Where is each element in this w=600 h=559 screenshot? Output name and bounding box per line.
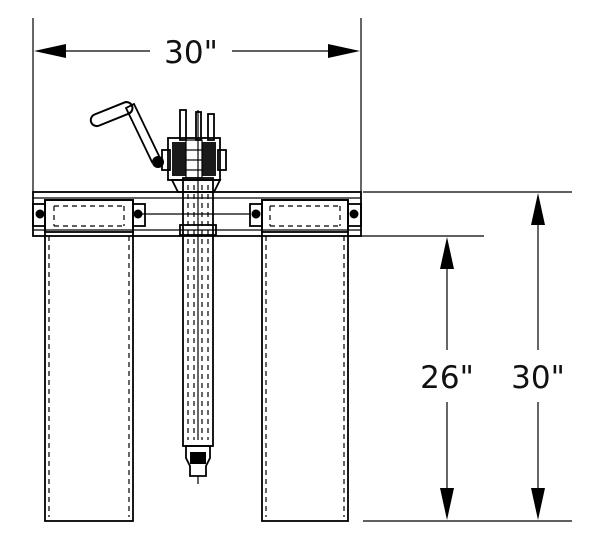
winch-gear-left-icon [172,142,186,176]
arrowhead-left-icon [34,44,66,58]
right-outer-bolt-icon [349,209,359,219]
crank-handle-icon [89,101,134,128]
winch-post-left [179,109,187,141]
left-clamp-block [44,199,134,233]
left-column [32,199,146,522]
dimension-inner-height: 26" [348,235,484,520]
winch-assembly [89,101,227,193]
left-outer-bolt-plate [32,203,46,227]
mast-foot-plug-icon [190,452,206,464]
arrowhead-inner-down-icon [440,488,454,520]
crank-pivot-icon [152,156,164,168]
winch-drum [185,139,203,179]
mast-foot [185,445,211,477]
winch-bracket [170,179,222,193]
left-outer-bolt-icon [35,209,45,219]
winch-flange-left [161,149,171,171]
cross-beam [32,191,362,237]
dimension-top-width: 30" [32,18,362,192]
arrowhead-inner-up-icon [440,237,454,269]
right-column [249,199,362,522]
dimension-outer-height: 30" [363,191,572,522]
mast-collar [179,224,217,236]
right-outer-bolt-plate [347,203,362,227]
arrowhead-down-icon [531,488,545,520]
left-column-outline [44,199,134,522]
dimension-label-outer-height: 30" [511,360,565,396]
right-clamp-block [261,199,349,233]
dimension-label-inner-height: 26" [420,360,474,396]
winch-post-right [207,113,215,141]
winch-gear-right-icon [202,142,216,176]
left-inner-bolt-icon [133,209,143,219]
arrowhead-up-icon [531,193,545,225]
dimension-label-top-width: 30" [164,35,218,71]
left-inner-bolt-plate [132,203,146,227]
right-column-outline [261,199,349,522]
right-inner-bolt-icon [251,209,261,219]
winch-post-center [195,111,202,141]
winch-flange-right [217,149,227,171]
right-inner-bolt-plate [249,203,263,227]
arrowhead-right-icon [328,44,360,58]
